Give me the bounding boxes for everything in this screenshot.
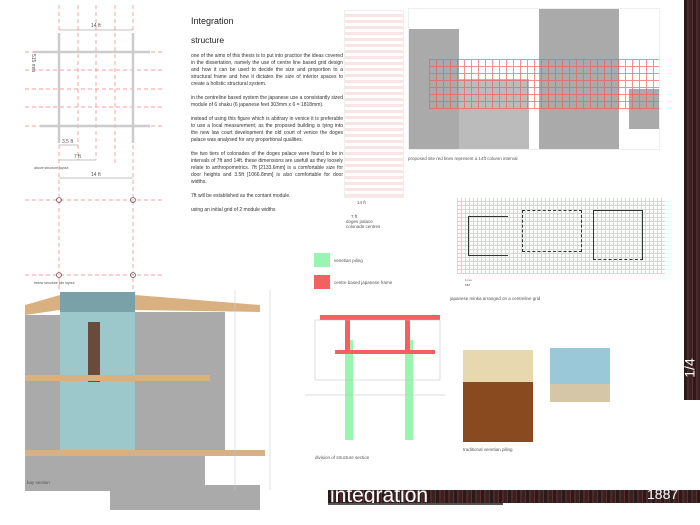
- paragraph: using an initial grid of 2 module widths: [191, 207, 276, 213]
- site-plan-image: [408, 8, 660, 150]
- legend-swatch-venetian-piling: [314, 253, 330, 267]
- page-title: Integration: [191, 16, 234, 26]
- footer-title: integration: [330, 484, 429, 503]
- legend-label: centre based japanese frame: [334, 280, 393, 285]
- caption: doges palace colonade centres: [346, 219, 381, 229]
- paragraph: one of the aims of this thesis is to put…: [191, 53, 343, 87]
- body-text: one of the aims of this thesis is to put…: [191, 53, 343, 221]
- scale-label: MM: [465, 283, 470, 287]
- caption: japanese minka arranged on a centreline …: [450, 296, 541, 301]
- footer-year: 1887: [647, 486, 679, 502]
- caption: bay section: [27, 480, 50, 485]
- paragraph: in the centreline based system the japan…: [191, 95, 343, 108]
- paragraph: 7ft will be established as the contant m…: [191, 193, 291, 199]
- caption: below structure pile layout: [34, 281, 75, 285]
- section-heading: structure: [191, 35, 225, 45]
- wood-texture-strip: [684, 0, 700, 400]
- sheet-number: 1/4: [681, 358, 698, 378]
- legend-swatch-japanese-frame: [314, 275, 330, 289]
- dimension-label: 3.5 ft: [62, 139, 74, 145]
- dimension-label: 14 ft: [91, 172, 101, 178]
- caption: division of structure section: [315, 455, 370, 460]
- dimension-label: 515 mm: [30, 53, 37, 73]
- footer-bar: [328, 490, 700, 503]
- caption: above structure layout: [34, 166, 69, 170]
- scale-label: 1 tsu: [465, 278, 472, 282]
- dimension-label: 7 ft: [74, 154, 81, 160]
- minka-plan-image: [457, 198, 665, 274]
- legend-label: venetian piling: [334, 258, 363, 263]
- bay-section-drawing: [25, 290, 271, 510]
- centreline-grid-diagram: [25, 5, 165, 290]
- caption: traditional venetian piling: [463, 447, 513, 452]
- dimension-label: 14 ft: [357, 200, 366, 205]
- venetian-piling-painting: [463, 350, 533, 442]
- dimension-label: 14 ft: [91, 23, 101, 29]
- paragraph: instead of using this figure which is ab…: [191, 116, 343, 143]
- doges-palace-facade-image: [344, 10, 404, 198]
- caption: proposed site red lines represent a 14ft…: [408, 156, 518, 161]
- footer-underline: [328, 503, 503, 505]
- paragraph: the two tiers of colonades of the doges …: [191, 151, 343, 185]
- division-of-structure-section: [305, 315, 445, 440]
- dimension-label: 7 ft: [351, 214, 358, 219]
- piling-diagram-image: [550, 348, 610, 438]
